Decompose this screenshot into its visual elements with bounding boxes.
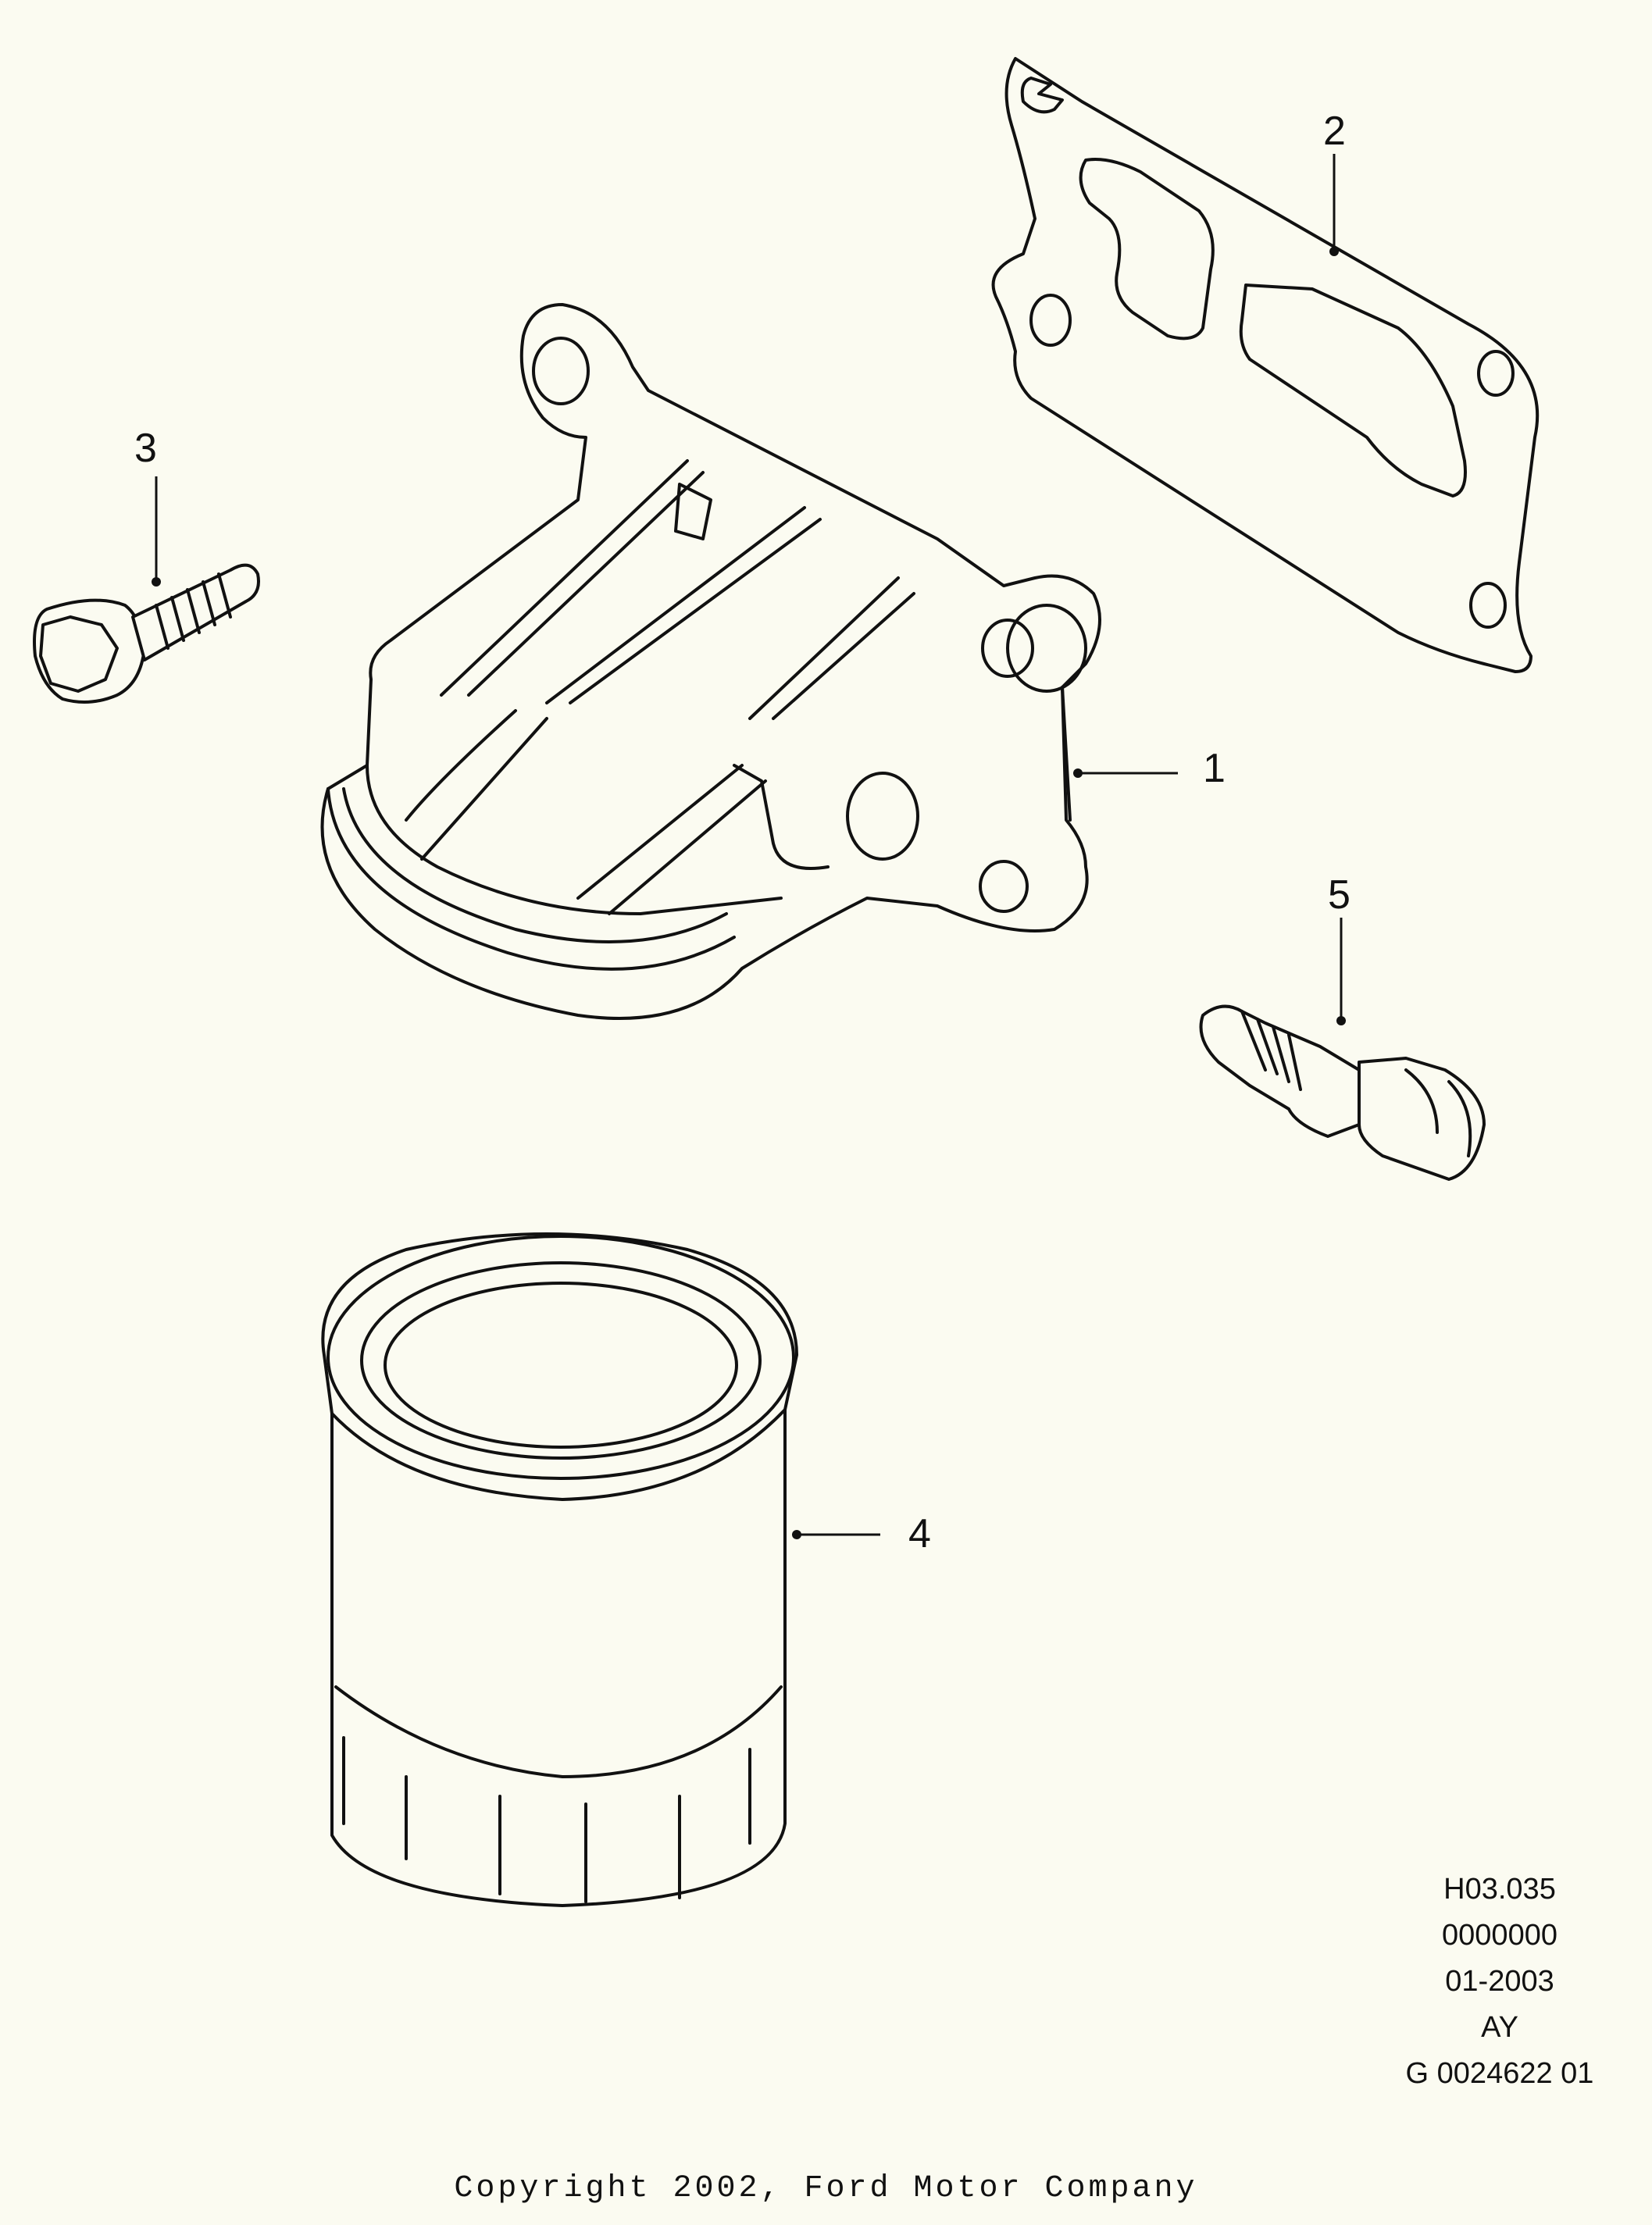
diagram-variant: AY [1481, 2011, 1518, 2044]
leader-dot-5 [1336, 1016, 1346, 1025]
leader-dot-2 [1329, 247, 1339, 256]
filter-housing-part [320, 303, 1101, 1020]
diagram-ref: G 0024622 01 [1405, 2057, 1594, 2090]
leader-dot-3 [152, 577, 161, 587]
bolt-part [33, 563, 260, 704]
callout-3: 3 [134, 426, 157, 471]
leader-dot-4 [792, 1530, 801, 1539]
gasket-part [991, 57, 1540, 673]
callout-1: 1 [1203, 746, 1226, 791]
callout-4: 4 [908, 1511, 931, 1556]
callout-5: 5 [1328, 872, 1351, 918]
leader-lines [152, 154, 1346, 1539]
diagram-date: 01-2003 [1445, 1965, 1554, 1998]
diagram-number: 0000000 [1442, 1919, 1557, 1952]
sensor-part [1199, 1004, 1486, 1181]
leader-dot-1 [1073, 768, 1083, 778]
reference-block: H03.035 0000000 01-2003 AY G 0024622 01 [1371, 1867, 1629, 2097]
callout-2: 2 [1323, 109, 1346, 154]
diagram-code: H03.035 [1443, 1873, 1556, 1906]
oil-filter-part [321, 1232, 798, 1907]
copyright-notice: Copyright 2002, Ford Motor Company [454, 2171, 1198, 2206]
